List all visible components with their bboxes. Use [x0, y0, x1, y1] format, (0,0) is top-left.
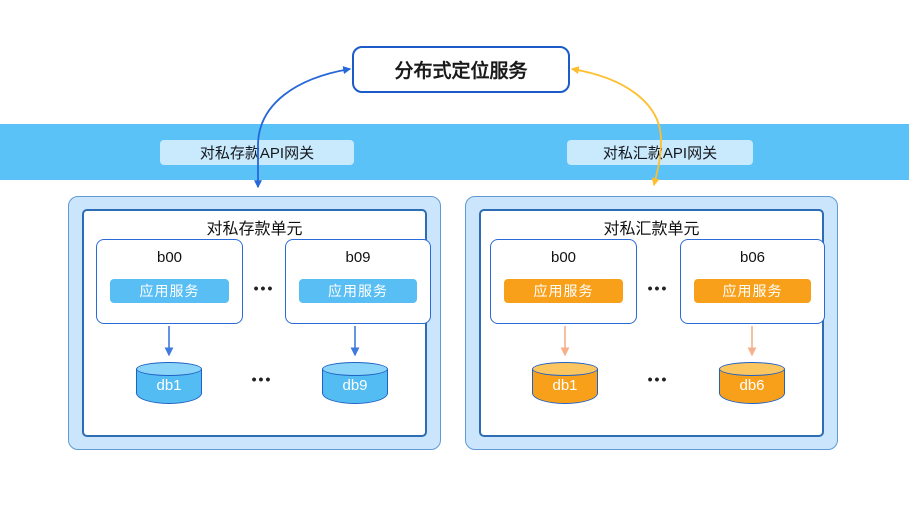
database-cylinder: db9 [322, 362, 388, 404]
app-service-pill: 应用服务 [694, 279, 811, 303]
cylinder-body [322, 369, 388, 404]
cylinder-top [322, 362, 388, 376]
app-service-label: 应用服务 [328, 283, 388, 299]
node-id: b09 [345, 249, 371, 266]
gateway-band [0, 124, 909, 180]
database-label: db1 [156, 377, 182, 394]
distributed-location-service-box: 分布式定位服务 [352, 46, 570, 93]
app-service-label: 应用服务 [533, 283, 594, 299]
ellipsis: ••• [647, 371, 669, 387]
app-service-pill: 应用服务 [110, 279, 229, 303]
deposit-unit-title: 对私存款单元 [206, 221, 303, 238]
ellipsis: ••• [253, 280, 275, 296]
remittance-gateway-label: 对私汇款API网关 [602, 145, 718, 162]
deposit-gateway-label: 对私存款API网关 [199, 145, 315, 162]
database-cylinder: db1 [532, 362, 598, 404]
cylinder-top [532, 362, 598, 376]
app-service-label: 应用服务 [139, 283, 200, 299]
remittance-gateway-pill: 对私汇款API网关 [567, 140, 753, 165]
app-service-label: 应用服务 [722, 283, 783, 299]
remittance-unit-title: 对私汇款单元 [603, 221, 700, 238]
database-label: db6 [739, 377, 765, 394]
app-service-pill: 应用服务 [504, 279, 623, 303]
app-service-pill: 应用服务 [299, 279, 417, 303]
database-label: db9 [342, 377, 368, 394]
deposit-gateway-pill: 对私存款API网关 [160, 140, 354, 165]
cylinder-body [136, 369, 202, 404]
ellipsis: ••• [251, 371, 273, 387]
database-cylinder: db1 [136, 362, 202, 404]
node-id: b06 [739, 249, 766, 266]
node-id: b00 [550, 249, 577, 266]
database-cylinder: db6 [719, 362, 785, 404]
ellipsis: ••• [647, 280, 669, 296]
cylinder-top [719, 362, 785, 376]
node-id: b00 [156, 249, 183, 266]
cylinder-top [136, 362, 202, 376]
distributed-location-service-label: 分布式定位服务 [394, 61, 528, 82]
database-label: db1 [552, 377, 578, 394]
